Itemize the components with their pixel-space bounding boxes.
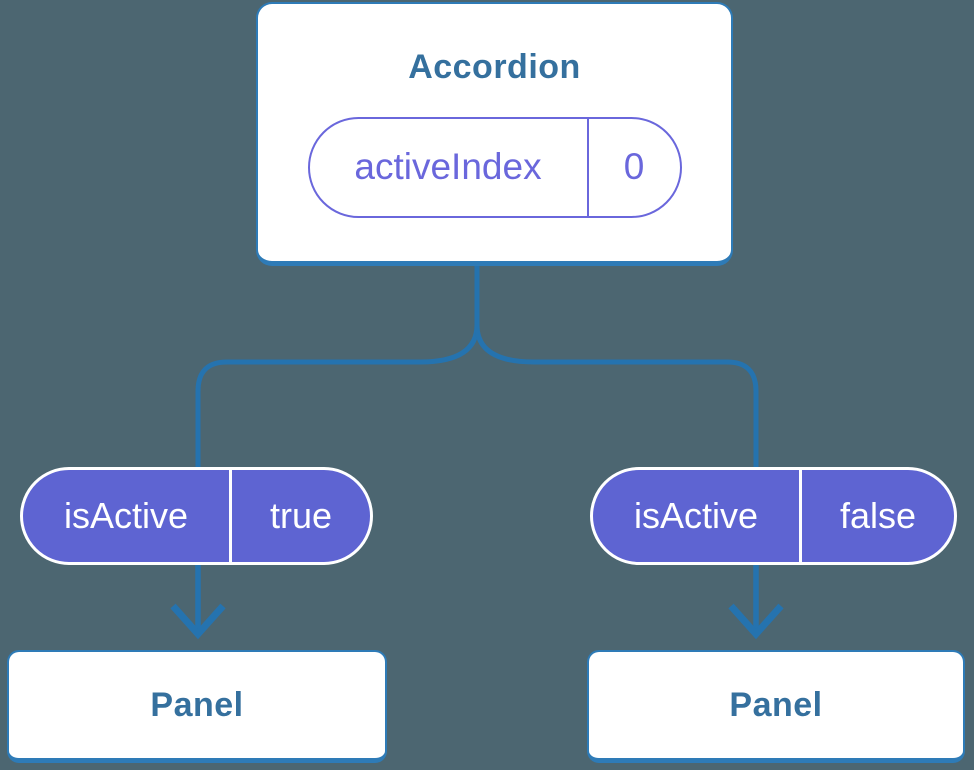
- state-name: activeIndex: [310, 118, 589, 216]
- state-pill: activeIndex 0: [307, 116, 682, 218]
- prop-pill-left: isActive true: [20, 467, 373, 565]
- accordion-component-box: Accordion activeIndex 0: [256, 2, 733, 266]
- component-title: Panel: [150, 685, 244, 724]
- prop-name: isActive: [593, 470, 802, 562]
- arrow-down-icon: [170, 565, 226, 640]
- prop-value: false: [839, 495, 917, 536]
- arrow-down-icon: [728, 565, 784, 640]
- branch-line-right: [474, 262, 759, 470]
- component-title: Accordion: [408, 47, 581, 86]
- state-value: 0: [623, 146, 645, 187]
- panel-component-box-right: Panel: [587, 650, 965, 763]
- prop-pill-right: isActive false: [590, 467, 957, 565]
- component-title: Panel: [729, 685, 823, 724]
- branch-line-left: [195, 262, 480, 470]
- panel-component-box-left: Panel: [7, 650, 387, 763]
- prop-name: isActive: [23, 470, 232, 562]
- prop-value: true: [269, 495, 333, 536]
